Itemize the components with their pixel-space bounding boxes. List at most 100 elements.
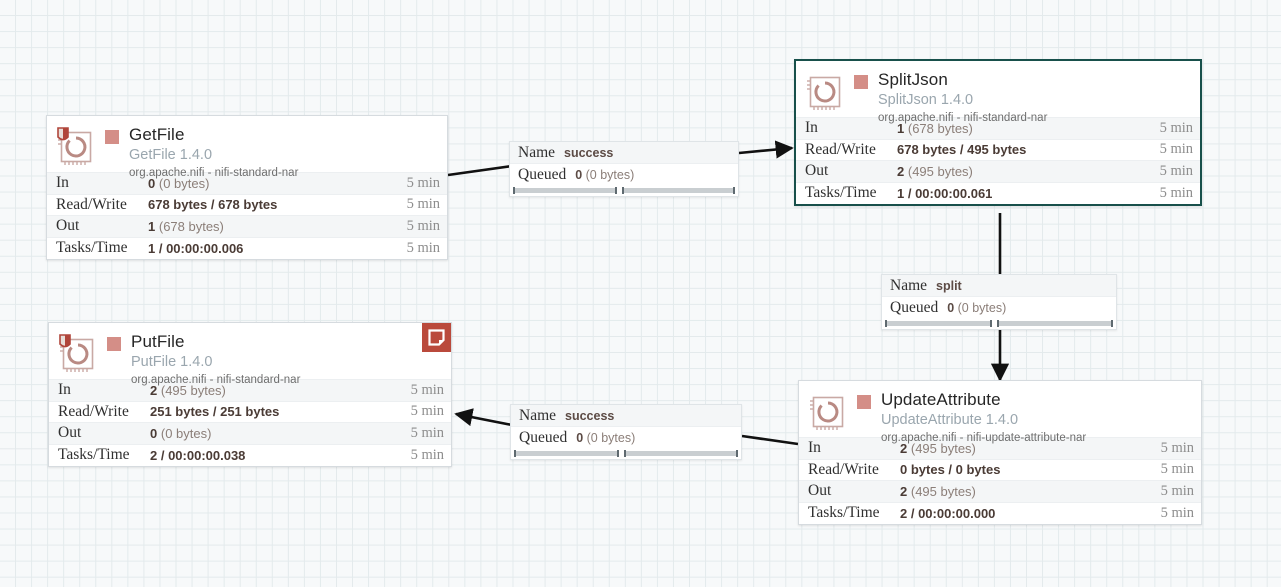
stat-time: 5 min <box>410 381 444 398</box>
bulletin-badge[interactable] <box>422 323 451 352</box>
connection-name-row: Name success <box>511 405 741 427</box>
stat-row: In 0 (0 bytes) 5 min <box>47 173 447 195</box>
stat-label: Tasks/Time <box>808 504 880 522</box>
stat-label: Out <box>58 424 82 442</box>
stat-label: In <box>805 119 818 137</box>
processor-splitjson[interactable]: SplitJson SplitJson 1.4.0 org.apache.nif… <box>794 59 1202 206</box>
processor-getfile[interactable]: GetFile GetFile 1.4.0 org.apache.nifi - … <box>46 115 448 260</box>
stat-time: 5 min <box>406 217 440 234</box>
status-indicator-stopped <box>107 337 121 351</box>
queue-gauge <box>882 319 1116 329</box>
processor-bundle: org.apache.nifi - nifi-standard-nar <box>878 111 1048 124</box>
stat-time: 5 min <box>410 403 444 420</box>
connection-queued-value: 0 (0 bytes) <box>575 168 635 182</box>
stat-value: 2 (495 bytes) <box>900 440 976 456</box>
stat-label: In <box>808 439 821 457</box>
processor-bundle: org.apache.nifi - nifi-update-attribute-… <box>881 431 1087 444</box>
stat-label: Read/Write <box>58 402 129 420</box>
processor-header: PutFile PutFile 1.4.0 org.apache.nifi - … <box>49 323 451 385</box>
stat-value: 0 bytes / 0 bytes <box>900 462 1001 478</box>
processor-name: SplitJson <box>878 70 948 89</box>
processor-putfile[interactable]: PutFile PutFile 1.4.0 org.apache.nifi - … <box>48 322 452 467</box>
stat-time: 5 min <box>1159 141 1193 158</box>
processor-type: UpdateAttribute 1.4.0 <box>881 412 1019 428</box>
status-indicator-stopped <box>857 395 871 409</box>
stat-label: Tasks/Time <box>56 239 128 257</box>
connection-queued-row: Queued 0 (0 bytes) <box>511 427 741 449</box>
table-row: Out 2 (495 bytes) 5 min <box>796 161 1200 183</box>
processor-type: GetFile 1.4.0 <box>129 147 213 163</box>
table-row: Tasks/Time 2 / 00:00:00.038 5 min <box>49 445 451 467</box>
stat-time: 5 min <box>406 174 440 191</box>
stat-value: 0 (0 bytes) <box>148 175 210 191</box>
stat-time: 5 min <box>406 196 440 213</box>
connection-queued-label: Queued <box>518 166 567 183</box>
stat-time: 5 min <box>410 424 444 441</box>
processor-icon <box>807 391 849 433</box>
stat-label: Out <box>805 162 829 180</box>
stat-value: 0 (0 bytes) <box>150 425 212 441</box>
connection-name-label: Name <box>518 143 556 161</box>
stat-value: 1 (678 bytes) <box>148 218 224 234</box>
table-row: Out 2 (495 bytes) 5 min <box>799 481 1201 503</box>
processor-updateattribute[interactable]: UpdateAttribute UpdateAttribute 1.4.0 or… <box>798 380 1202 525</box>
stat-value: 251 bytes / 251 bytes <box>150 404 280 420</box>
stat-label: Tasks/Time <box>805 184 877 202</box>
processor-stats: In 2 (495 bytes) 5 min Read/Write 251 by… <box>49 379 451 466</box>
stat-value: 1 / 00:00:00.061 <box>897 185 993 201</box>
processor-stats: In 0 (0 bytes) 5 min Read/Write 678 byte… <box>47 172 447 259</box>
stat-label: Read/Write <box>805 140 876 158</box>
processor-header: GetFile GetFile 1.4.0 org.apache.nifi - … <box>47 116 447 178</box>
stat-label: Out <box>808 482 832 500</box>
link-success-to-splitjson <box>738 140 794 159</box>
processor-name: GetFile <box>129 125 185 144</box>
processor-icon <box>804 71 846 113</box>
status-indicator-stopped <box>854 75 868 89</box>
connection-label-split-splitjson-updateattribute[interactable]: Name split Queued 0 (0 bytes) <box>881 274 1117 330</box>
connection-name-value: success <box>564 145 614 160</box>
stat-value: 2 (495 bytes) <box>900 483 976 499</box>
table-row: In 2 (495 bytes) 5 min <box>49 380 451 402</box>
stat-time: 5 min <box>1159 184 1193 201</box>
table-row: In 2 (495 bytes) 5 min <box>799 438 1201 460</box>
connection-label-success-getfile-splitjson[interactable]: Name success Queued 0 (0 bytes) <box>509 141 739 197</box>
queue-size-bar <box>997 320 1113 327</box>
processor-name: UpdateAttribute <box>881 390 1001 409</box>
stat-value: 678 bytes / 678 bytes <box>148 197 278 213</box>
stat-time: 5 min <box>1160 461 1194 478</box>
stat-label: Read/Write <box>808 460 879 478</box>
stat-time: 5 min <box>1159 162 1193 179</box>
table-row: Read/Write 251 bytes / 251 bytes 5 min <box>49 402 451 423</box>
stat-time: 5 min <box>1160 439 1194 456</box>
stat-value: 2 / 00:00:00.000 <box>900 505 996 521</box>
queue-count-bar <box>514 450 620 457</box>
status-indicator-stopped <box>105 130 119 144</box>
connection-queued-row: Queued 0 (0 bytes) <box>510 164 738 186</box>
connection-queued-value: 0 (0 bytes) <box>947 301 1007 315</box>
processor-header: UpdateAttribute UpdateAttribute 1.4.0 or… <box>799 381 1201 443</box>
connection-label-success-updateattribute-putfile[interactable]: Name success Queued 0 (0 bytes) <box>510 404 742 460</box>
connection-name-row: Name success <box>510 142 738 164</box>
queue-count-bar <box>885 320 993 327</box>
table-row: In 1 (678 bytes) 5 min <box>796 118 1200 140</box>
processor-bundle: org.apache.nifi - nifi-standard-nar <box>131 373 301 386</box>
stat-value: 678 bytes / 495 bytes <box>897 142 1027 158</box>
queue-size-bar <box>622 187 735 194</box>
stat-time: 5 min <box>1160 482 1194 499</box>
connection-queued-label: Queued <box>519 429 568 446</box>
connection-name-value: success <box>565 408 615 423</box>
processor-icon <box>55 126 97 168</box>
processor-type: SplitJson 1.4.0 <box>878 92 974 108</box>
table-row: Out 0 (0 bytes) 5 min <box>49 423 451 445</box>
processor-bundle: org.apache.nifi - nifi-standard-nar <box>129 166 299 179</box>
link-updateattribute-to-success <box>741 434 799 446</box>
bulletin-page-icon <box>428 329 445 346</box>
connection-name-row: Name split <box>882 275 1116 297</box>
shield-icon <box>59 334 71 348</box>
queue-gauge <box>510 186 738 196</box>
processor-icon <box>57 333 99 375</box>
table-row: Tasks/Time 2 / 00:00:00.000 5 min <box>799 503 1201 525</box>
connection-name-label: Name <box>890 276 928 294</box>
connection-queued-label: Queued <box>890 299 939 316</box>
